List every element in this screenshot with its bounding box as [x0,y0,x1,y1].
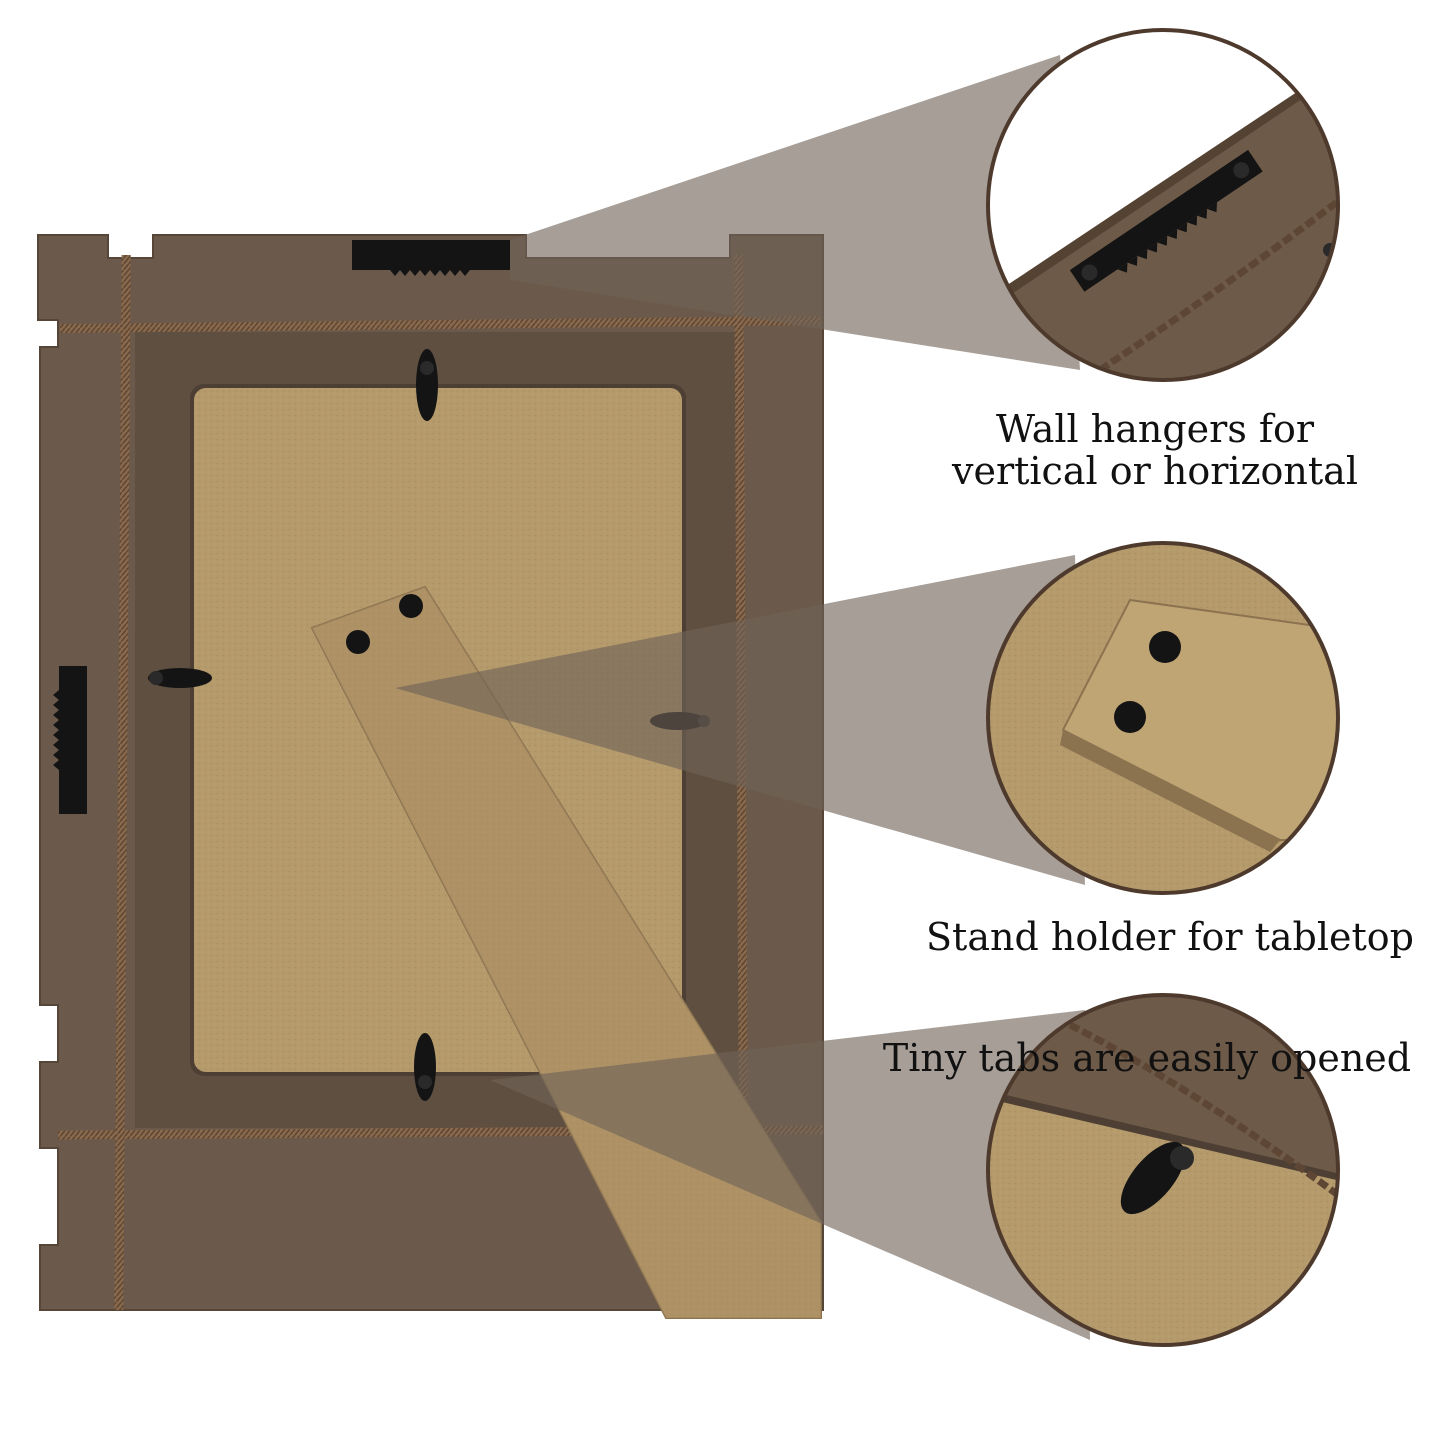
turn-tab-icon [148,668,212,688]
caption-line: Tiny tabs are easily opened [882,1036,1412,1080]
projection-tiny-tabs [490,1010,1090,1340]
twine-left [114,254,131,1311]
projection-wall-hangers [510,55,1080,370]
caption-tiny-tabs: Tiny tabs are easily opened [862,1037,1432,1079]
caption-wall-hangers: Wall hangers for vertical or horizontal [935,408,1375,492]
twine-top [59,316,821,333]
projection-stand-holder [395,555,1085,885]
caption-stand-holder: Stand holder for tabletop [905,916,1435,958]
caption-line: vertical or horizontal [952,449,1358,493]
sawtooth-hanger-icon [1069,149,1263,292]
zoom-projections [395,55,1090,1340]
sawtooth-hanger-icon [53,666,87,814]
turn-tab-icon [1120,1141,1194,1215]
sawtooth-hanger-icon [352,240,510,276]
turn-tab-icon [414,1033,436,1101]
stand-screw-icon [346,594,423,654]
turn-tab-icon [416,349,438,421]
zoom-circle-wall-hangers [986,28,1340,382]
zoom-circle-stand-holder [986,541,1340,895]
stand-screw-icon [1114,631,1181,733]
zoom-circle-tiny-tabs [986,993,1340,1347]
caption-line: Stand holder for tabletop [926,915,1414,959]
caption-line: Wall hangers for [995,407,1315,451]
